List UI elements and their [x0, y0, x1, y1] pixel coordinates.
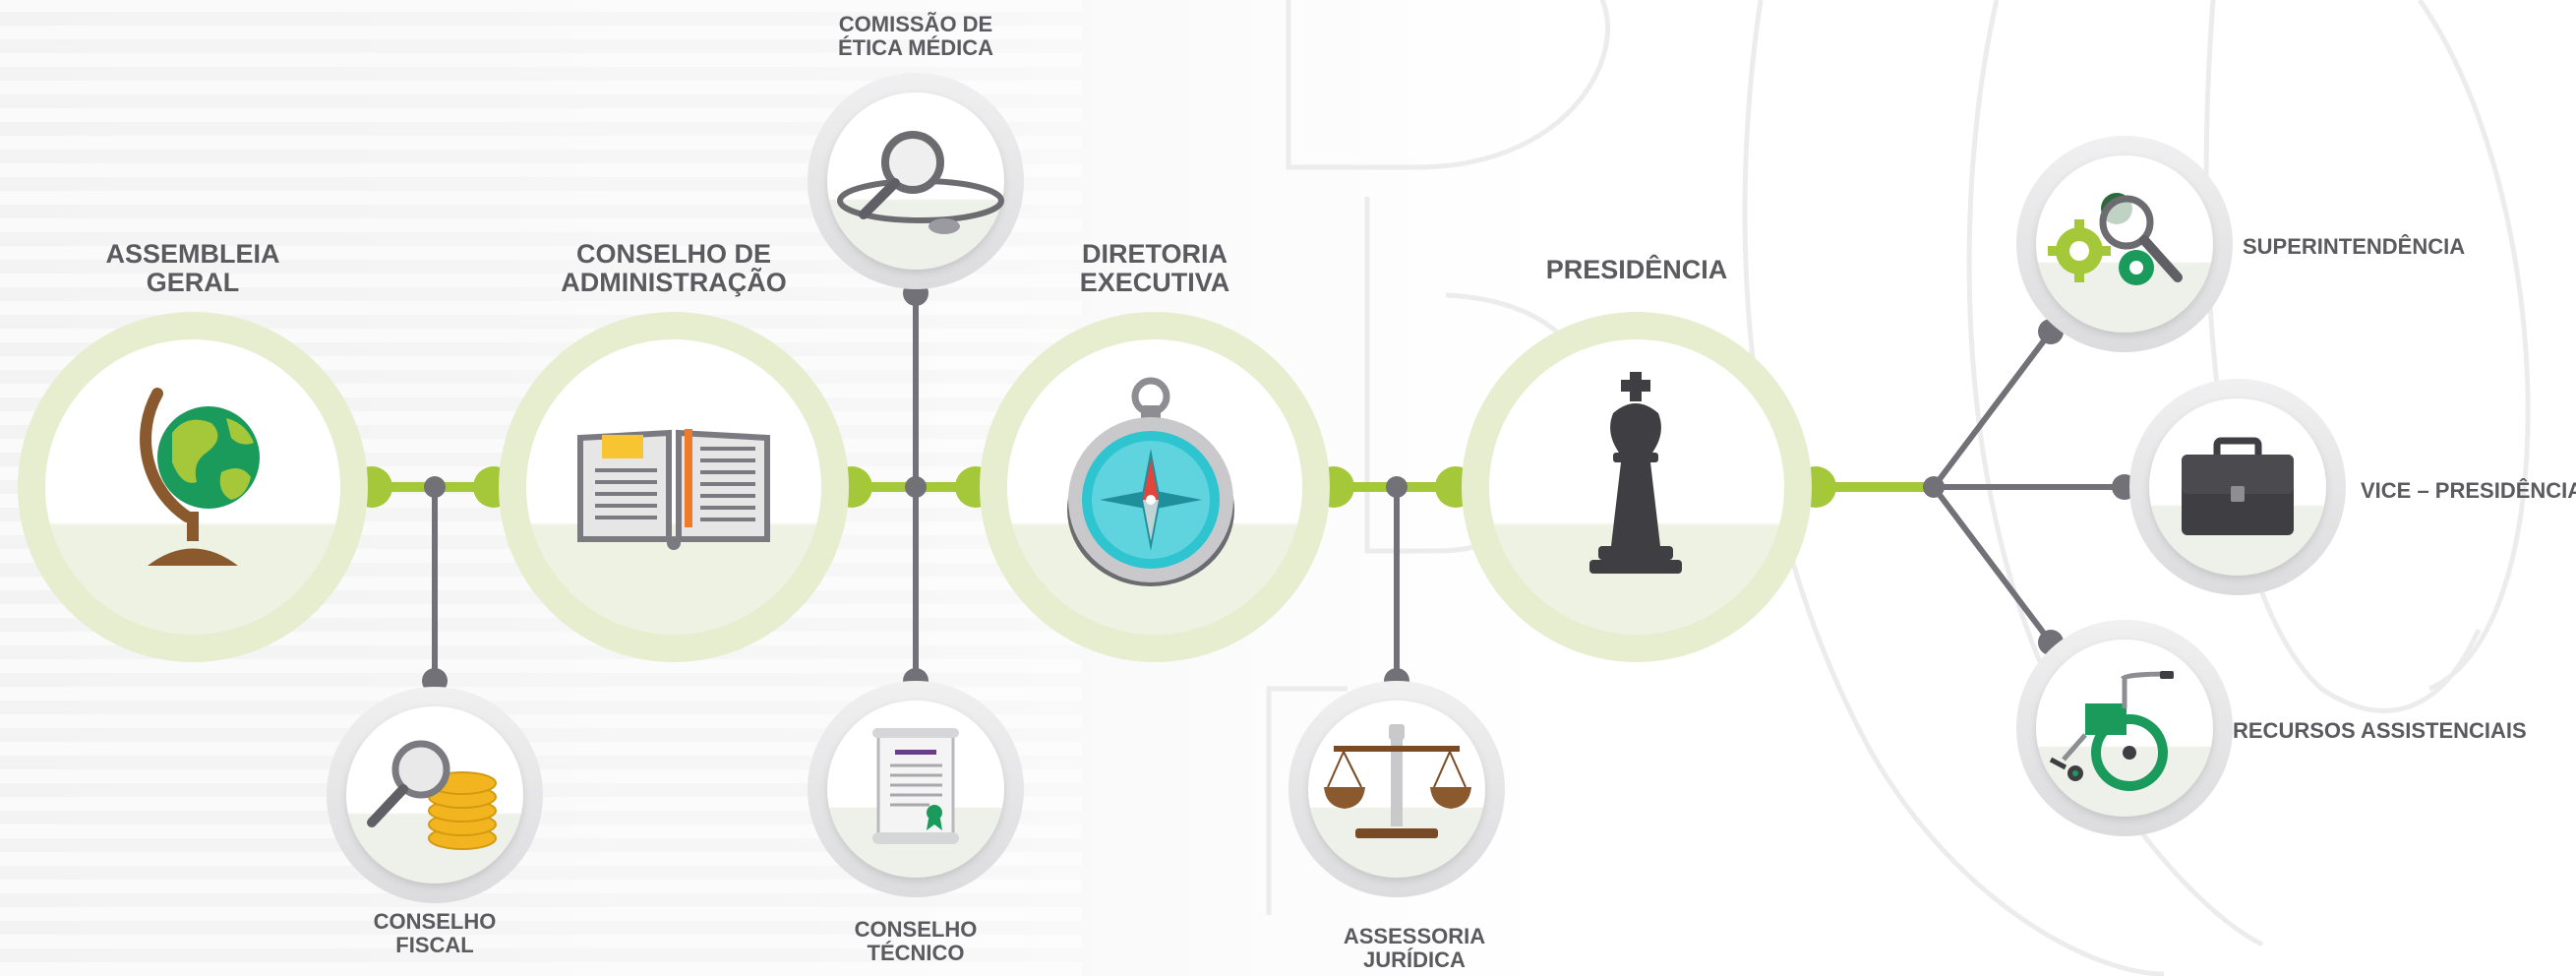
label-recursos-assistenciais: RECURSOS ASSISTENCIAIS — [2233, 718, 2527, 743]
label-line-1: DIRETORIA — [1081, 239, 1228, 269]
label-line-2: FISCAL — [395, 932, 474, 957]
main-node-assembleia — [18, 312, 368, 662]
main-node-conselho-adm — [499, 312, 849, 662]
stethoscope-magnifier-icon — [837, 131, 1004, 234]
sub-node-conselho-fiscal — [327, 687, 543, 903]
label-line-1: ASSESSORIA — [1343, 924, 1486, 948]
label-assessoria-juridica: ASSESSORIA JURÍDICA — [1296, 925, 1532, 972]
globe-icon — [140, 388, 260, 566]
branch-node-superintendencia — [2016, 136, 2233, 352]
label-line-1: ASSEMBLEIA — [105, 239, 280, 269]
label-line-2: JURÍDICA — [1363, 946, 1466, 972]
main-node-diretoria — [980, 312, 1330, 662]
label-vice-presidencia: VICE – PRESIDÊNCIA — [2361, 478, 2576, 503]
label-diretoria-executiva: DIRETORIA EXECUTIVA — [1007, 239, 1302, 298]
label-line-2: EXECUTIVA — [1079, 268, 1230, 298]
gears-magnifier-icon — [2048, 193, 2183, 285]
briefcase-icon — [2182, 437, 2294, 535]
label-presidencia: PRESIDÊNCIA — [1489, 255, 1784, 284]
certificate-icon — [872, 728, 959, 844]
main-node-presidencia — [1462, 312, 1812, 662]
magnifier-coins-icon — [367, 740, 497, 850]
label-line-1: COMISSÃO DE — [838, 12, 993, 36]
branch-node-recursos-assistenciais — [2016, 620, 2233, 836]
label-assembleia-geral: ASSEMBLEIA GERAL — [45, 239, 340, 298]
branch-node-vice-presidencia — [2129, 379, 2346, 595]
label-line-1: CONSELHO — [373, 909, 497, 934]
label-conselho-tecnico: CONSELHO TÉCNICO — [798, 918, 1034, 965]
watermark-outlines — [1266, 0, 2531, 976]
label-conselho-administracao: CONSELHO DE ADMINISTRAÇÃO — [507, 239, 841, 298]
label-line-1: CONSELHO — [854, 917, 978, 942]
label-line-2: ADMINISTRAÇÃO — [561, 268, 787, 298]
wheelchair-icon — [2049, 671, 2174, 791]
scales-icon — [1324, 724, 1471, 838]
label-line-1: CONSELHO DE — [575, 239, 772, 269]
label-conselho-fiscal: CONSELHO FISCAL — [317, 910, 553, 957]
label-line-2: GERAL — [146, 268, 240, 298]
sub-node-conselho-tecnico — [808, 681, 1024, 897]
label-line-1: PRESIDÊNCIA — [1545, 255, 1728, 284]
sub-node-comissao-etica — [808, 73, 1024, 289]
chess-king-icon — [1589, 372, 1682, 574]
label-superintendencia: SUPERINTENDÊNCIA — [2243, 234, 2466, 259]
sub-node-assessoria-juridica — [1288, 681, 1505, 897]
book-icon — [577, 429, 770, 550]
label-comissao-etica-medica: COMISSÃO DE ÉTICA MÉDICA — [788, 13, 1044, 60]
compass-icon — [1067, 377, 1234, 586]
label-line-2: TÉCNICO — [867, 940, 965, 965]
label-line-2: ÉTICA MÉDICA — [837, 34, 994, 60]
